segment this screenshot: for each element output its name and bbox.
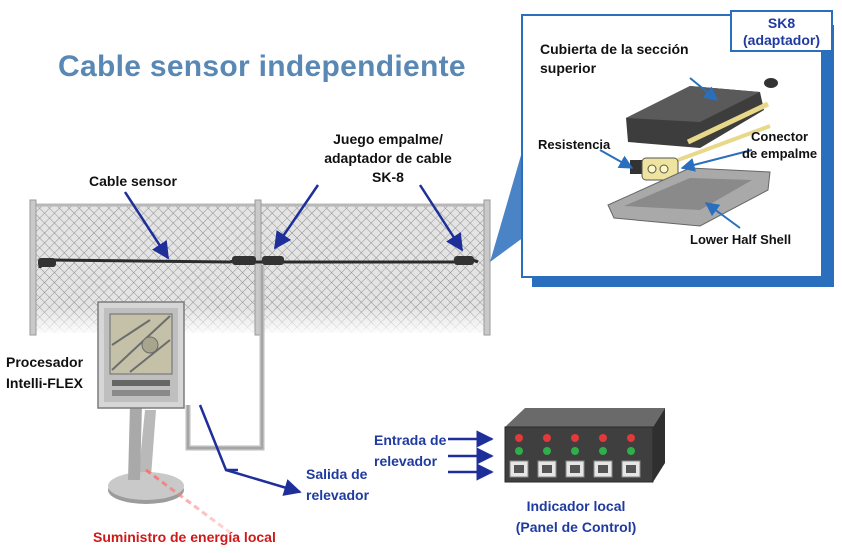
page-title: Cable sensor independiente: [58, 50, 466, 83]
inset-tag-line1: SK8: [767, 15, 796, 31]
relay-output-label-line2: relevador: [306, 487, 370, 503]
indicator-lights: [509, 434, 641, 478]
green-led-icon: [571, 447, 579, 455]
processor-label-line1: Procesador: [6, 354, 84, 370]
red-led-icon: [627, 434, 635, 442]
green-led-icon: [543, 447, 551, 455]
sensor-cable-label: Cable sensor: [89, 173, 177, 189]
upper-cover-label-line2: superior: [540, 60, 597, 76]
splice-kit-label-line3: SK-8: [372, 169, 404, 185]
panel-button-face: [570, 465, 580, 473]
red-led-icon: [571, 434, 579, 442]
red-led-icon: [515, 434, 523, 442]
panel-button-face: [514, 465, 524, 473]
panel-button-face: [598, 465, 608, 473]
indicator-panel: [504, 408, 665, 483]
inset-tag-line2: (adaptador): [743, 32, 820, 48]
green-led-icon: [515, 447, 523, 455]
splice-kit-label-line1: Juego empalme/: [333, 131, 443, 147]
local-power-label: Suministro de energía local: [93, 529, 276, 545]
splice-connector-label-line1: Conector: [751, 129, 809, 144]
feed-cable: [185, 265, 265, 451]
local-indicator-label-line1: Indicador local: [526, 498, 626, 514]
splice-kit-label: Juego empalme/ adaptador de cable SK-8: [303, 130, 473, 187]
inset-callout: [490, 14, 834, 287]
splice-connector-label-line2: de empalme: [742, 146, 818, 161]
relay-input-label: Entrada de relevador: [374, 430, 446, 472]
processor-label-line2: Intelli-FLEX: [6, 375, 83, 391]
local-indicator-label-line2: (Panel de Control): [515, 519, 637, 535]
callout-arrows: [123, 77, 753, 496]
relay-output-label: Salida de relevador: [306, 464, 369, 506]
panel-button-face: [626, 465, 636, 473]
splice-kit-label-line2: adaptador de cable: [324, 150, 452, 166]
upper-cover-label-line1: Cubierta de la sección: [540, 41, 689, 57]
relay-output-label-line1: Salida de: [306, 466, 368, 482]
processor-label: Procesador Intelli-FLEX: [6, 352, 83, 394]
red-led-icon: [599, 434, 607, 442]
relay-input-label-line1: Entrada de: [374, 432, 447, 448]
upper-cover-label: Cubierta de la sección superior: [540, 40, 689, 78]
green-led-icon: [599, 447, 607, 455]
panel-button-face: [542, 465, 552, 473]
relay-input-label-line2: relevador: [374, 453, 438, 469]
splice-connector-label: Conector de empalme: [742, 128, 817, 162]
processor-unit: [97, 301, 185, 504]
inset-tag: SK8 (adaptador): [730, 10, 833, 52]
resistor-label: Resistencia: [538, 137, 611, 152]
lower-half-shell-label: Lower Half Shell: [690, 232, 792, 247]
local-indicator-label: Indicador local (Panel de Control): [496, 496, 656, 538]
red-led-icon: [543, 434, 551, 442]
green-led-icon: [627, 447, 635, 455]
